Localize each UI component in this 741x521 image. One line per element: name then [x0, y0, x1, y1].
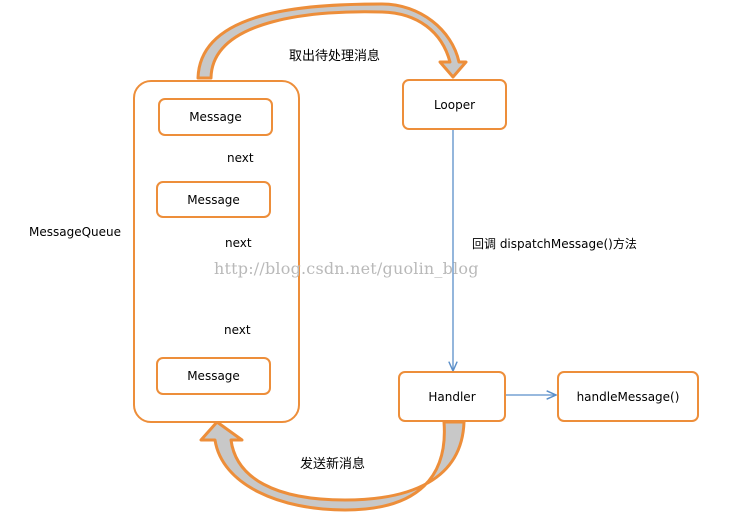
send-message-label: 发送新消息 — [300, 457, 366, 472]
message-queue-container — [133, 80, 300, 423]
dispatch-message-label: 回调 dispatchMessage()方法 — [472, 237, 637, 251]
watermark: http://blog.csdn.net/guolin_blog — [214, 259, 479, 278]
message-box-3: Message — [156, 357, 271, 395]
fetch-message-label: 取出待处理消息 — [289, 49, 381, 64]
message-queue-label: MessageQueue — [29, 225, 122, 239]
next-label-1: next — [227, 151, 254, 165]
handler-box: Handler — [398, 371, 506, 422]
handle-message-box: handleMessage() — [557, 371, 699, 422]
next-label-3: next — [224, 323, 251, 337]
next-label-2: next — [225, 236, 252, 250]
message-box-2: Message — [156, 181, 271, 218]
fetch-curved-arrow — [196, 2, 468, 80]
message-box-1: Message — [158, 98, 273, 136]
looper-box: Looper — [402, 79, 507, 130]
send-curved-arrow — [199, 420, 466, 512]
